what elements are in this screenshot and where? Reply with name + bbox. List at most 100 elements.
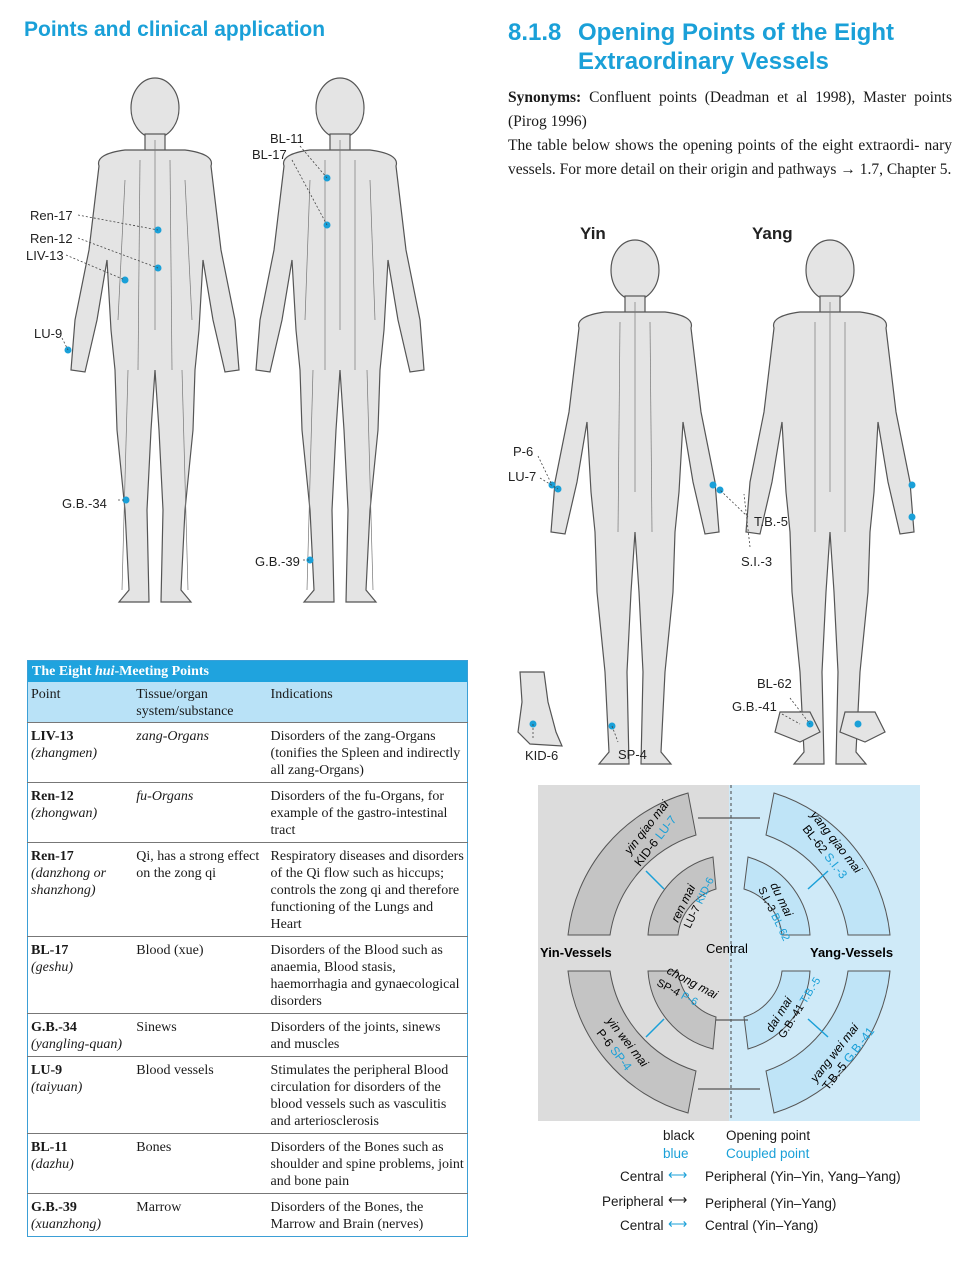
point-pinyin: (yangling-quan)	[31, 1037, 122, 1052]
table-row: G.B.-34 (yangling-quan) Sinews Disorders …	[27, 1013, 468, 1057]
tissue: fu-Organs	[136, 789, 194, 804]
col-header-indications: Indications	[267, 682, 468, 723]
label-ren17: Ren-17	[30, 208, 73, 223]
synonyms-text: Confluent points (Deadman et al 1998), M…	[589, 89, 907, 106]
label-leader-lines	[61, 145, 328, 561]
label-liv13: LIV-13	[26, 248, 64, 263]
hui-points-body-figure	[61, 77, 425, 603]
eight-vessels-diagram: yin qiao mai KID-6 LU-7 ren mai LU-7 KID…	[538, 785, 920, 1121]
legend-coupled: Coupled point	[726, 1146, 810, 1161]
tissue: Blood vessels	[133, 1056, 268, 1134]
label-lu7: LU-7	[508, 469, 537, 484]
indications: Disorders of the joints, sinews and musc…	[267, 1013, 468, 1057]
label-sp4: SP-4	[618, 747, 647, 762]
yin-vessels-label: Yin-Vessels	[540, 945, 612, 960]
meridian-lines-right	[617, 302, 846, 533]
blue-arrow-icon: ⟷	[668, 1167, 688, 1182]
blue-arrows	[645, 870, 829, 1038]
legend-blue: blue	[663, 1146, 689, 1161]
table-row: Ren-17 (danzhong or shanzhong) Qi, has a …	[27, 842, 468, 937]
point-pinyin: (zhangmen)	[31, 746, 98, 761]
col-header-point: Point	[27, 682, 134, 723]
label-ren12: Ren-12	[30, 231, 73, 246]
table-row: LU-9 (taiyuan) Blood vessels Stimulates t…	[27, 1056, 468, 1134]
meridian-lines	[117, 140, 376, 591]
indications: Disorders of the fu-Organs, for example …	[267, 782, 468, 843]
yin-wei-arc	[567, 970, 697, 1114]
central-label: Central	[706, 941, 748, 956]
synonyms-label: Synonyms:	[508, 89, 582, 106]
point-pinyin: (danzhong or shanzhong)	[31, 866, 107, 898]
indications: Stimulates the peripheral Blood circulat…	[267, 1056, 468, 1134]
yang-wei-arc	[765, 970, 891, 1114]
col-header-tissue: Tissue/organ system/substance	[133, 682, 268, 723]
table-row: G.B.-39(xuanzhong) Marrow Disorders of t…	[27, 1193, 468, 1237]
yang-heading: Yang	[752, 224, 793, 243]
leader-lines-right	[532, 455, 811, 743]
indications: Disorders of the Bones such as shoulder …	[267, 1133, 468, 1194]
point-pinyin: (zhongwan)	[31, 806, 98, 821]
foot-inset	[517, 671, 886, 747]
point-pinyin: (taiyuan)	[31, 1080, 83, 1095]
point-name: BL-17	[31, 943, 69, 958]
legend-row3-left: Central	[620, 1218, 664, 1233]
point-name: LIV-13	[31, 729, 74, 744]
point-name: Ren-17	[31, 849, 74, 864]
label-gb39: G.B.-39	[255, 554, 300, 569]
section-title-line1: Opening Points of the Eight	[578, 19, 894, 46]
yang-vessels-label: Yang-Vessels	[810, 945, 893, 960]
point-pinyin: (geshu)	[31, 960, 73, 975]
label-bl17: BL-17	[252, 147, 287, 162]
tissue: Marrow	[133, 1193, 268, 1237]
tissue: Blood (xue)	[133, 936, 268, 1014]
point-name: Ren-12	[31, 789, 74, 804]
point-markers	[64, 174, 331, 564]
chong-arc	[647, 970, 717, 1050]
indications: Disorders of the zang-Organs (tonifies t…	[267, 722, 468, 783]
section-number: 8.1.8	[508, 19, 562, 46]
indications: Respiratory diseases and disorders of th…	[267, 842, 468, 937]
tissue: Qi, has a strong effect on the zong qi	[133, 842, 268, 937]
point-name: LU-9	[31, 1063, 63, 1078]
table-row: BL-17 (geshu) Blood (xue) Disorders of th…	[27, 936, 468, 1014]
legend-row3-right: Central (Yin–Yang)	[705, 1218, 819, 1233]
hui-meeting-points-table: The Eight hui-Meeting Points Point Tissu…	[27, 660, 468, 1237]
running-header: Points and clinical application	[24, 18, 326, 41]
legend-row2-left: Peripheral	[602, 1194, 664, 1209]
black-arrow-icon: ⟷	[668, 1192, 688, 1207]
indications: Disorders of the Blood such as anaemia, …	[267, 936, 468, 1014]
legend-row1-right: Peripheral (Yin–Yin, Yang–Yang)	[705, 1169, 901, 1184]
table-caption: The Eight hui-Meeting Points	[27, 660, 468, 682]
black-arrows	[698, 817, 760, 1090]
label-kid6: KID-6	[525, 748, 559, 763]
ren-arc	[647, 856, 717, 936]
label-gb34: G.B.-34	[62, 496, 107, 511]
intro-line3: The table below shows the opening points…	[508, 137, 920, 154]
label-bl11: BL-11	[270, 131, 304, 146]
label-tb5: T.B.-5	[754, 514, 788, 529]
label-gb41: G.B.-41	[732, 699, 777, 714]
blue-black-arrow-icon: ⟷	[668, 1216, 688, 1231]
intro-paragraph: Synonyms: Confluent points (Deadman et a…	[508, 86, 952, 182]
yang-qiao-arc	[765, 792, 891, 936]
table-row: BL-11(dazhu) Bones Disorders of the Bone…	[27, 1133, 468, 1194]
table-row: LIV-13(zhangmen) zang-Organs Disorders o…	[27, 722, 468, 783]
dai-arc	[743, 970, 811, 1050]
point-name: G.B.-39	[31, 1200, 77, 1215]
label-si3: S.I.-3	[741, 554, 773, 569]
indications: Disorders of the Bones, the Marrow and B…	[267, 1193, 468, 1237]
point-name: G.B.-34	[31, 1020, 77, 1035]
intro-line4: nary vessels. For more detail on their o…	[508, 137, 953, 178]
label-p6: P-6	[513, 444, 534, 459]
table-row: Ren-12 (zhongwan) fu-Organs Disorders of …	[27, 782, 468, 843]
section-title-line2: Extraordinary Vessels	[578, 48, 829, 75]
du-arc	[743, 856, 811, 936]
synonyms-text-2: points (Pirog 1996)	[508, 89, 953, 130]
label-bl62: BL-62	[757, 676, 792, 691]
tissue: Bones	[133, 1133, 268, 1194]
tissue: Sinews	[133, 1013, 268, 1057]
opening-points-body-figure	[517, 239, 916, 765]
point-name: BL-11	[31, 1140, 68, 1155]
legend-row2-right: Peripheral (Yin–Yang)	[705, 1196, 837, 1211]
legend-black: black	[663, 1128, 695, 1143]
